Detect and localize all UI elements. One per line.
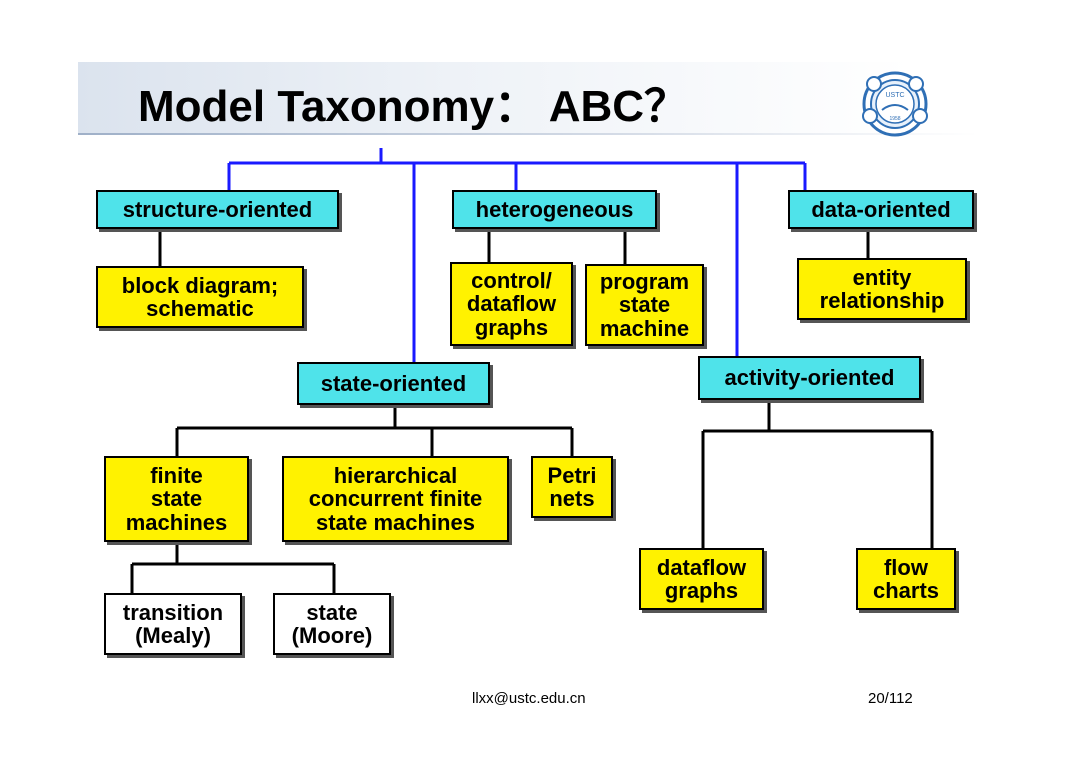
node-block-diagram: block diagram; schematic xyxy=(96,266,304,328)
node-petri-nets: Petri nets xyxy=(531,456,613,518)
node-transition-mealy: transition (Mealy) xyxy=(104,593,242,655)
node-flow-charts: flow charts xyxy=(856,548,956,610)
node-program-state-machine: program state machine xyxy=(585,264,704,346)
title-background xyxy=(78,62,910,134)
node-dataflow-graphs: dataflow graphs xyxy=(639,548,764,610)
title-underline xyxy=(78,133,978,135)
node-state-oriented: state-oriented xyxy=(297,362,490,405)
node-hierarchical-concurrent-fsm: hierarchical concurrent finite state mac… xyxy=(282,456,509,542)
node-activity-oriented: activity-oriented xyxy=(698,356,921,400)
page-number: 20/112 xyxy=(868,690,913,707)
logo-year: 1958 xyxy=(889,116,900,122)
sub-connector-lines xyxy=(130,229,934,593)
footer-email: llxx@ustc.edu.cn xyxy=(472,690,586,707)
ustc-logo-icon: USTC 1958 xyxy=(862,71,928,137)
node-finite-state-machines: finite state machines xyxy=(104,456,249,542)
node-heterogeneous: heterogeneous xyxy=(452,190,657,229)
node-control-dataflow-graphs: control/ dataflow graphs xyxy=(450,262,573,346)
node-data-oriented: data-oriented xyxy=(788,190,974,229)
node-state-moore: state (Moore) xyxy=(273,593,391,655)
logo-text: USTC xyxy=(885,92,904,99)
node-structure-oriented: structure-oriented xyxy=(96,190,339,229)
node-entity-relationship: entity relationship xyxy=(797,258,967,320)
slide-title: Model Taxonomy： ABC？ xyxy=(138,82,689,131)
top-connector-lines xyxy=(227,148,807,362)
